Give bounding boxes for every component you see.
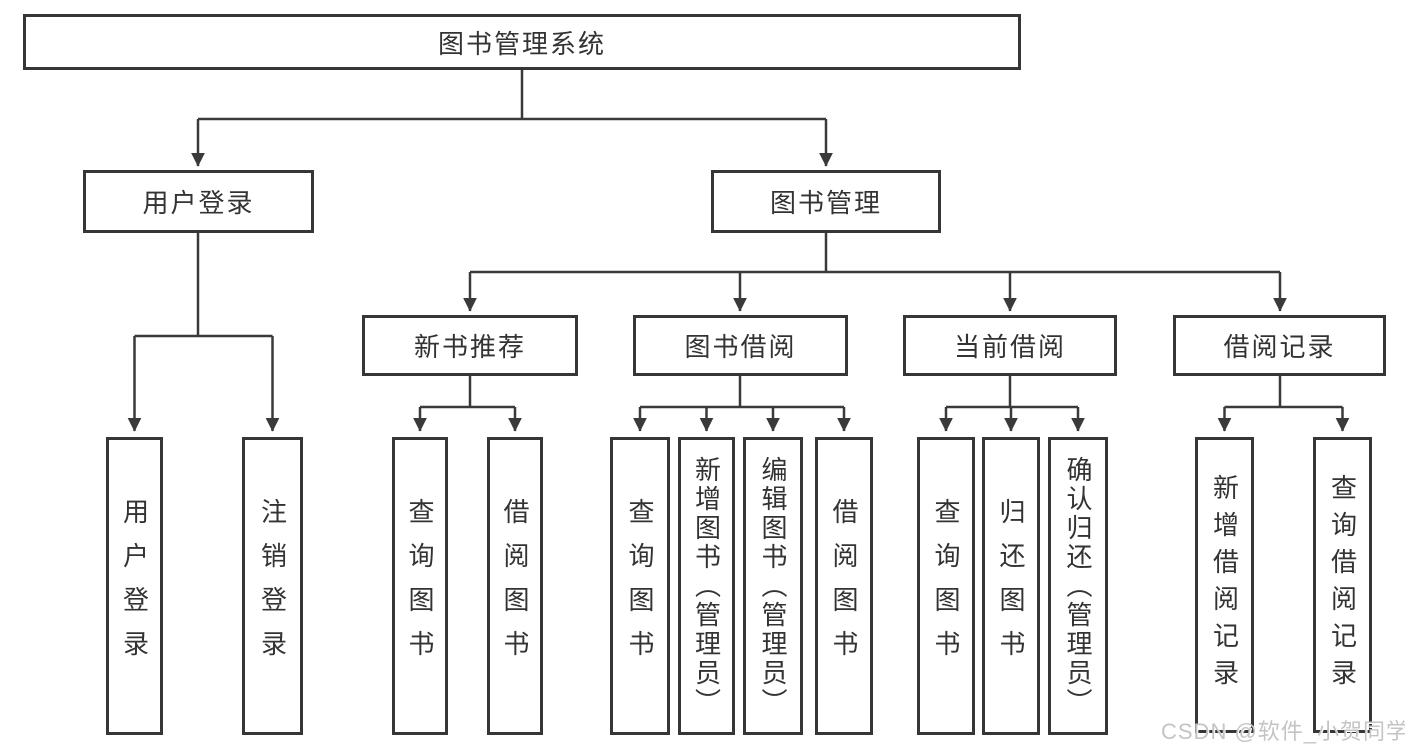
node-new-book-recommend: 新书推荐 xyxy=(362,315,578,376)
leaf-label: 借阅图书 xyxy=(500,498,530,674)
leaf-confirm-return-admin: 确认归还（管理员） xyxy=(1048,437,1108,735)
leaf-label: 查询图书 xyxy=(931,498,961,674)
csdn-watermark: CSDN @软件_小贺同学 xyxy=(1161,719,1405,744)
leaf-borrow-books-recommend: 借阅图书 xyxy=(487,437,543,735)
leaf-label: 查询图书 xyxy=(625,498,655,674)
arrow-lines xyxy=(127,119,1350,432)
node-root-library-system: 图书管理系统 xyxy=(23,14,1021,70)
leaf-label: 借阅图书 xyxy=(829,498,859,674)
node-book-management-module: 图书管理 xyxy=(711,170,941,233)
leaf-query-borrow-record: 查询借阅记录 xyxy=(1313,437,1372,733)
leaf-logout: 注销登录 xyxy=(242,437,303,735)
leaf-label: 用户登录 xyxy=(119,498,150,674)
leaf-query-books-current: 查询图书 xyxy=(917,437,975,735)
leaf-return-book: 归还图书 xyxy=(982,437,1040,735)
node-current-borrowing: 当前借阅 xyxy=(903,315,1117,376)
leaf-borrow-books: 借阅图书 xyxy=(815,437,873,735)
leaf-label: 查询借阅记录 xyxy=(1327,474,1358,696)
leaf-label: 确认归还（管理员） xyxy=(1063,455,1093,717)
leaf-query-books-recommend: 查询图书 xyxy=(392,437,448,735)
leaf-query-books-borrowing: 查询图书 xyxy=(610,437,670,735)
tree-skeleton-lines xyxy=(134,70,1343,409)
node-user-login-module: 用户登录 xyxy=(83,170,314,233)
leaf-label: 归还图书 xyxy=(996,498,1026,674)
leaf-label: 注销登录 xyxy=(257,498,288,674)
node-borrowing-records: 借阅记录 xyxy=(1173,315,1386,376)
leaf-user-login: 用户登录 xyxy=(106,437,163,735)
leaf-label: 编辑图书（管理员） xyxy=(758,455,788,717)
leaf-label: 新增图书（管理员） xyxy=(691,455,722,717)
node-book-borrowing: 图书借阅 xyxy=(633,315,848,376)
leaf-add-book-admin: 新增图书（管理员） xyxy=(678,437,735,735)
leaf-label: 查询图书 xyxy=(405,498,435,674)
leaf-add-borrow-record: 新增借阅记录 xyxy=(1195,437,1254,733)
leaf-edit-book-admin: 编辑图书（管理员） xyxy=(743,437,803,735)
leaf-label: 新增借阅记录 xyxy=(1209,474,1240,696)
